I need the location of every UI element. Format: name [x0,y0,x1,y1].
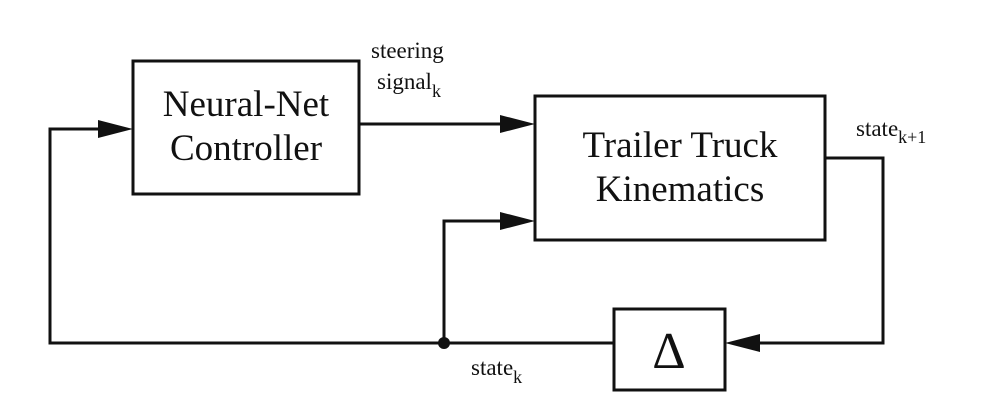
next-state-arrowhead [725,334,760,352]
next-state-label: statek+1 [856,116,926,147]
steering-label-line2: signalk [377,69,441,101]
branch-wire-line [442,219,506,343]
controller-box [131,59,361,196]
current-state-subscript: k [513,367,522,387]
next-state-subscript: k+1 [898,127,926,147]
feedback-wire-line [48,127,614,345]
plant-block: Trailer Truck Kinematics [533,94,827,242]
steering-arrowhead [500,115,535,133]
junction-dot [438,337,450,349]
next-state-wire [725,156,885,352]
controller-block: Neural-Net Controller [131,59,361,196]
controller-label-line2: Controller [170,128,322,169]
controller-label-line1: Neural-Net [163,84,330,125]
delay-box [612,307,727,392]
steering-label-subscript: k [432,81,441,101]
branch-wire [442,212,535,343]
steering-label-line1: steering [371,38,444,63]
delay-symbol: Δ [652,323,685,380]
delay-block: Δ [612,307,727,392]
plant-label-line2: Kinematics [596,169,765,210]
current-state-label: statek [471,355,522,387]
feedback-arrowhead [98,120,133,138]
branch-arrowhead [500,212,535,230]
steering-signal-wire [359,115,535,133]
plant-box [533,94,827,242]
feedback-wire [48,120,614,345]
plant-label-line1: Trailer Truck [583,125,778,166]
next-state-wire-line [755,156,885,345]
